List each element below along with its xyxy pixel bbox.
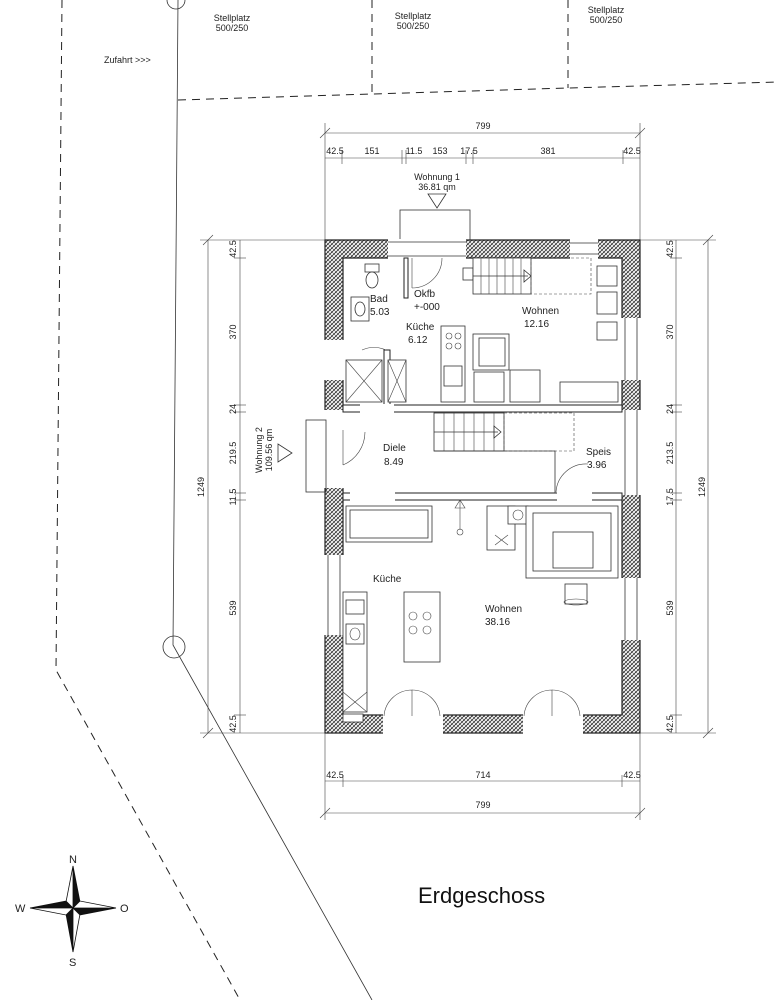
unit-1-area: 36.81 qm — [418, 182, 456, 192]
parking-label-3: Stellplatz — [588, 5, 625, 15]
dim-bottom-p2: 714 — [475, 770, 490, 780]
entrance-unit-1: Wohnung 1 36.81 qm — [399, 172, 471, 243]
dim-bottom-total: 799 — [475, 800, 490, 810]
room-bad-name: Bad — [370, 294, 388, 305]
compass-rose: N S W O — [15, 854, 129, 969]
upper-fixtures — [345, 257, 619, 403]
entrance-unit-2: Wohnung 2 109.56 qm — [254, 427, 293, 473]
dim-left-p1: 42.5 — [228, 240, 238, 258]
dim-top-p4: 153 — [432, 146, 447, 156]
dim-left-total: 1249 — [196, 477, 206, 497]
dim-left-p5: 11.5 — [228, 489, 238, 506]
dim-left-p7: 42.5 — [228, 715, 238, 733]
room-labels: Bad 5.03 Okfb +-000 Küche 6.12 Wohnen 12… — [370, 289, 611, 628]
unit-2-area: 109.56 qm — [264, 429, 274, 472]
room-speis-name: Speis — [586, 447, 611, 458]
room-wohnen-1-area: 12.16 — [524, 319, 549, 330]
dim-right-p5: 17.5 — [665, 488, 675, 506]
parking-label-2: Stellplatz — [395, 11, 432, 21]
dim-left-p3: 24 — [228, 404, 238, 414]
room-diele-name: Diele — [383, 443, 406, 454]
dimension-top: 799 42.5 151 11.5 153 17.5 381 42.5 — [319, 121, 646, 240]
parking-size-2: 500/250 — [397, 21, 430, 31]
dim-right-total: 1249 — [697, 477, 707, 497]
dimension-left: 1249 42.5 370 24 219.5 11.5 539 42.5 — [196, 234, 325, 739]
dim-right-p7: 42.5 — [665, 715, 675, 733]
compass-n: N — [69, 854, 77, 866]
parking-size-1: 500/250 — [216, 23, 249, 33]
parking-label-1: Stellplatz — [214, 13, 251, 23]
room-wohnen-2-area: 38.16 — [485, 617, 510, 628]
dim-top-p1: 42.5 — [326, 146, 344, 156]
site-lines — [55, 0, 373, 1000]
dim-top-p3: 11.5 — [406, 146, 423, 156]
compass-w: W — [15, 903, 26, 915]
dim-left-p2: 370 — [228, 324, 238, 339]
room-diele-area: 8.49 — [384, 457, 404, 468]
dim-top-p2: 151 — [364, 146, 379, 156]
parking-area: Stellplatz 500/250 Stellplatz 500/250 St… — [104, 0, 778, 101]
dim-top-total: 799 — [475, 121, 490, 131]
dimension-right: 42.5 370 24 213.5 17.5 539 42.5 1249 — [640, 234, 716, 739]
dim-top-p5: 17.5 — [460, 146, 478, 156]
dim-left-p4: 219.5 — [228, 442, 238, 465]
room-wohnen-1-name: Wohnen — [522, 306, 559, 317]
unit-2-name: Wohnung 2 — [254, 427, 264, 473]
dim-right-p1: 42.5 — [665, 240, 675, 258]
compass-o: O — [120, 903, 129, 915]
compass-s: S — [69, 957, 76, 969]
dim-top-p7: 42.5 — [623, 146, 641, 156]
parking-size-3: 500/250 — [590, 15, 623, 25]
lower-fixtures — [342, 499, 619, 723]
dim-right-p3: 24 — [665, 404, 675, 414]
room-kueche-2-name: Küche — [373, 574, 402, 585]
room-kueche-1-area: 6.12 — [408, 335, 428, 346]
dimension-bottom: 42.5 714 42.5 799 — [319, 733, 646, 820]
dim-top-p6: 381 — [540, 146, 555, 156]
unit-1-name: Wohnung 1 — [414, 172, 460, 182]
okfb-label: Okfb — [414, 289, 436, 300]
room-wohnen-2-name: Wohnen — [485, 604, 522, 615]
middle-fixtures — [305, 412, 589, 493]
dim-bottom-p1: 42.5 — [326, 770, 344, 780]
driveway-label: Zufahrt >>> — [104, 55, 151, 65]
dim-left-p6: 539 — [228, 600, 238, 615]
okfb-value: +-000 — [414, 302, 440, 313]
room-kueche-1-name: Küche — [406, 322, 435, 333]
dim-right-p2: 370 — [665, 324, 675, 339]
dim-right-p4: 213.5 — [665, 442, 675, 465]
room-bad-area: 5.03 — [370, 307, 390, 318]
dim-right-p6: 539 — [665, 600, 675, 615]
plan-title: Erdgeschoss — [418, 883, 545, 908]
dim-bottom-p3: 42.5 — [623, 770, 641, 780]
building — [324, 239, 641, 734]
room-speis-area: 3.96 — [587, 460, 607, 471]
